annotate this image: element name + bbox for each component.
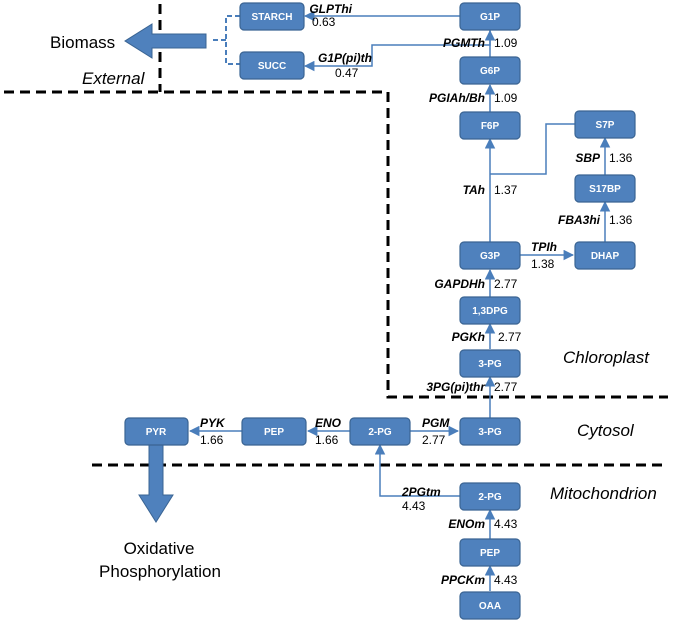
enzyme-pgiahbh: PGIAh/Bh	[429, 91, 485, 105]
node-pyr-label: PYR	[146, 427, 167, 438]
flux-tah: 1.37	[494, 183, 518, 197]
flux-pgiahbh: 1.09	[494, 91, 518, 105]
node-2pg-mitochondrion-label: 2-PG	[478, 492, 502, 503]
edge-2pgmit-2pgcyt	[374, 443, 460, 497]
biomass-arrow	[124, 23, 207, 59]
node-oaa: OAA	[459, 591, 521, 620]
flux-enom: 4.43	[494, 517, 518, 531]
enzyme-3pgpithr: 3PG(pi)thr	[426, 380, 486, 394]
node-dhap: DHAP	[574, 241, 636, 270]
flux-gapdhh: 2.77	[494, 277, 518, 291]
chloroplast-boundary	[4, 90, 668, 399]
flux-sbp: 1.36	[609, 151, 633, 165]
enzyme-enom: ENOm	[448, 517, 485, 531]
enzyme-pgm: PGM	[422, 416, 450, 430]
enzyme-eno: ENO	[315, 416, 342, 430]
oxidative-label-line1: Oxidative	[124, 539, 195, 558]
edge-s7p-g3p	[490, 123, 575, 175]
enzyme-pgkh: PGKh	[452, 330, 485, 344]
node-g1p-label: G1P	[480, 12, 500, 23]
node-dhap-label: DHAP	[591, 251, 620, 262]
enzyme-glpthi: GLPThi	[309, 2, 352, 16]
node-starch-label: STARCH	[252, 12, 293, 23]
node-oaa-label: OAA	[479, 601, 501, 612]
enzyme-g1ppith: G1P(pi)th	[318, 51, 372, 65]
node-pep-cytosol-label: PEP	[264, 427, 284, 438]
node-starch: STARCH	[239, 2, 305, 31]
biomass-bracket	[210, 15, 240, 65]
region-chloroplast: Chloroplast	[563, 348, 650, 367]
flux-3pgpithr: 2.77	[494, 380, 518, 394]
node-g6p-label: G6P	[480, 66, 500, 77]
node-g3p: G3P	[459, 241, 521, 270]
flux-pgkh: 2.77	[498, 330, 522, 344]
node-s17bp: S17BP	[574, 174, 636, 203]
biomass-label: Biomass	[50, 33, 115, 52]
node-g1p: G1P	[459, 2, 521, 31]
flux-ppckm: 4.43	[494, 573, 518, 587]
region-mitochondrion: Mitochondrion	[550, 484, 657, 503]
node-succ-label: SUCC	[258, 61, 286, 72]
node-3pg-cytosol: 3-PG	[459, 417, 521, 446]
enzyme-gapdhh: GAPDHh	[434, 277, 485, 291]
node-g3p-label: G3P	[480, 251, 500, 262]
node-1-3dpg: 1,3DPG	[459, 296, 521, 325]
node-s7p: S7P	[574, 110, 636, 139]
flux-2pgtm: 4.43	[402, 499, 426, 513]
enzyme-fba3hi: FBA3hi	[558, 213, 601, 227]
flux-pgm: 2.77	[422, 433, 446, 447]
node-f6p: F6P	[459, 111, 521, 140]
enzyme-ppckm: PPCKm	[441, 573, 485, 587]
node-pep-cytosol: PEP	[241, 417, 307, 446]
region-cytosol: Cytosol	[577, 421, 635, 440]
node-3pg-chloroplast: 3-PG	[459, 349, 521, 378]
enzyme-pgmth: PGMTh	[443, 36, 485, 50]
enzyme-2pgtm: 2PGtm	[401, 485, 441, 499]
node-3pg-cytosol-label: 3-PG	[478, 427, 502, 438]
oxidative-arrow	[138, 443, 174, 523]
node-s17bp-label: S17BP	[589, 184, 621, 195]
flux-fba3hi: 1.36	[609, 213, 633, 227]
node-2pg-cytosol: 2-PG	[349, 417, 411, 446]
node-f6p-label: F6P	[481, 121, 500, 132]
node-2pg-cytosol-label: 2-PG	[368, 427, 392, 438]
enzyme-tpih: TPIh	[531, 240, 557, 254]
region-external: External	[82, 69, 146, 88]
node-3pg-chloroplast-label: 3-PG	[478, 359, 502, 370]
flux-pyk: 1.66	[200, 433, 224, 447]
enzyme-sbp: SBP	[575, 151, 601, 165]
node-succ: SUCC	[239, 51, 305, 80]
node-2pg-mitochondrion: 2-PG	[459, 482, 521, 511]
node-pyr: PYR	[124, 417, 189, 446]
node-pep-mitochondrion-label: PEP	[480, 548, 500, 559]
enzyme-tah: TAh	[463, 183, 485, 197]
flux-g1ppith: 0.47	[335, 66, 359, 80]
flux-eno: 1.66	[315, 433, 339, 447]
node-s7p-label: S7P	[596, 120, 615, 131]
node-g6p: G6P	[459, 56, 521, 85]
flux-pgmth: 1.09	[494, 36, 518, 50]
node-pep-mitochondrion: PEP	[459, 538, 521, 567]
node-1-3dpg-label: 1,3DPG	[472, 306, 508, 317]
flux-glpthi: 0.63	[312, 15, 336, 29]
enzyme-pyk: PYK	[200, 416, 226, 430]
oxidative-label-line2: Phosphorylation	[99, 562, 221, 581]
flux-tpih: 1.38	[531, 257, 555, 271]
